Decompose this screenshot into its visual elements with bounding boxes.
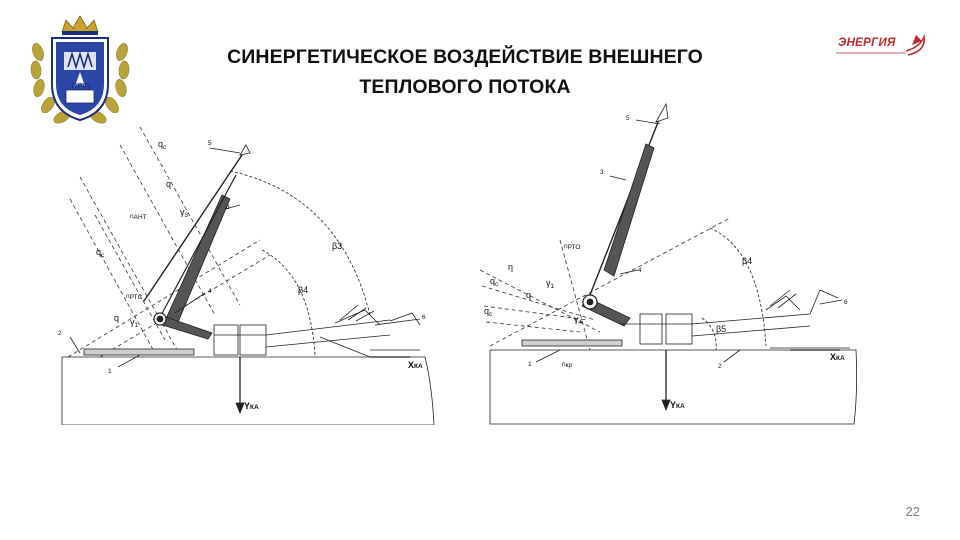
right-label-gamma4: γ4 bbox=[574, 314, 583, 326]
panel-3-right bbox=[603, 143, 655, 277]
left-label-beta4: β4 bbox=[298, 285, 308, 295]
left-label-gamma3: γ3 bbox=[180, 207, 189, 219]
machinery bbox=[213, 304, 421, 358]
left-label-qc-top: qc bbox=[158, 139, 167, 151]
plate-1-right bbox=[521, 339, 623, 347]
title-line-1: СИНЕРГЕТИЧЕСКОЕ ВОЗДЕЙСТВИЕ ВНЕШНЕГО bbox=[227, 46, 703, 68]
panel-3 bbox=[163, 194, 231, 328]
crest-year: 1830 bbox=[70, 82, 90, 93]
title-line-2: ТЕПЛОВОГО ПОТОКА bbox=[359, 76, 571, 98]
spacecraft-surface-right bbox=[489, 349, 858, 425]
left-label-n-rts: nРТС bbox=[126, 293, 143, 301]
left-callout-6: 6 bbox=[422, 314, 426, 321]
left-label-q-low: q bbox=[114, 313, 119, 323]
right-label-gamma1: γ1 bbox=[546, 278, 555, 290]
energia-logo bbox=[836, 33, 925, 56]
beta3-arc bbox=[229, 170, 371, 316]
shield-icon bbox=[51, 37, 109, 122]
left-label-qc-left: qc bbox=[96, 247, 105, 259]
slide-title: СИНЕРГЕТИЧЕСКОЕ ВОЗДЕЙСТВИЕ ВНЕШНЕГО ТЕП… bbox=[150, 42, 780, 102]
left-label-gamma1: γ1 bbox=[130, 317, 139, 329]
right-label-qc-b: qc bbox=[484, 306, 493, 318]
page-number: 22 bbox=[905, 504, 920, 519]
right-callout-2: 2 bbox=[718, 363, 722, 370]
right-label-beta5: β5 bbox=[716, 324, 726, 334]
left-callout-2: 2 bbox=[58, 330, 62, 337]
left-diagram: 1 2 3 4 5 6 qc q nАНТ γ3 qc nРТС q γ1 β3… bbox=[58, 126, 435, 425]
antenna-5-right bbox=[655, 102, 669, 123]
right-callout-4: 4 bbox=[638, 267, 642, 274]
right-label-y-axis: YКА bbox=[670, 400, 685, 410]
left-callout-5: 5 bbox=[208, 140, 212, 147]
right-label-x-axis: XКА bbox=[830, 352, 845, 362]
right-callout-5: 5 bbox=[626, 115, 630, 122]
left-callout-3: 3 bbox=[226, 204, 230, 211]
left-label-n-ant: nАНТ bbox=[130, 213, 147, 221]
left-label-q: q bbox=[166, 179, 171, 189]
crown-icon bbox=[61, 15, 99, 35]
right-label-n-pto: nРТО bbox=[564, 243, 580, 251]
left-callout-4: 4 bbox=[208, 288, 212, 295]
university-crest-logo bbox=[30, 15, 130, 124]
spacecraft-surface bbox=[61, 356, 435, 425]
right-callout-3: 3 bbox=[600, 169, 604, 176]
right-label-n-kr: nкр bbox=[562, 361, 572, 369]
right-label-eta: η bbox=[508, 262, 513, 272]
right-callout-1: 1 bbox=[528, 361, 532, 368]
beta4-arc-right bbox=[709, 227, 767, 347]
antenna-5 bbox=[239, 144, 251, 156]
right-label-beta4: β4 bbox=[742, 256, 752, 266]
left-label-y-axis: YКА bbox=[244, 401, 259, 411]
left-callout-1: 1 bbox=[108, 368, 112, 375]
right-label-qc-a: qc bbox=[490, 276, 499, 288]
right-callout-6: 6 bbox=[844, 299, 848, 306]
mast bbox=[143, 148, 247, 302]
right-label-q: q bbox=[526, 290, 531, 300]
brand-name: ЭНЕРГИЯ bbox=[838, 37, 896, 49]
right-diagram: 1 2 3 4 5 6 nРТО η qc q γ1 qc γ4 nкр β4 … bbox=[479, 102, 858, 425]
left-label-x-axis: XКА bbox=[408, 360, 423, 370]
machinery-right bbox=[620, 289, 850, 349]
left-label-beta3: β3 bbox=[332, 241, 342, 251]
beta4-arc bbox=[261, 249, 316, 356]
plate-1 bbox=[83, 348, 195, 356]
